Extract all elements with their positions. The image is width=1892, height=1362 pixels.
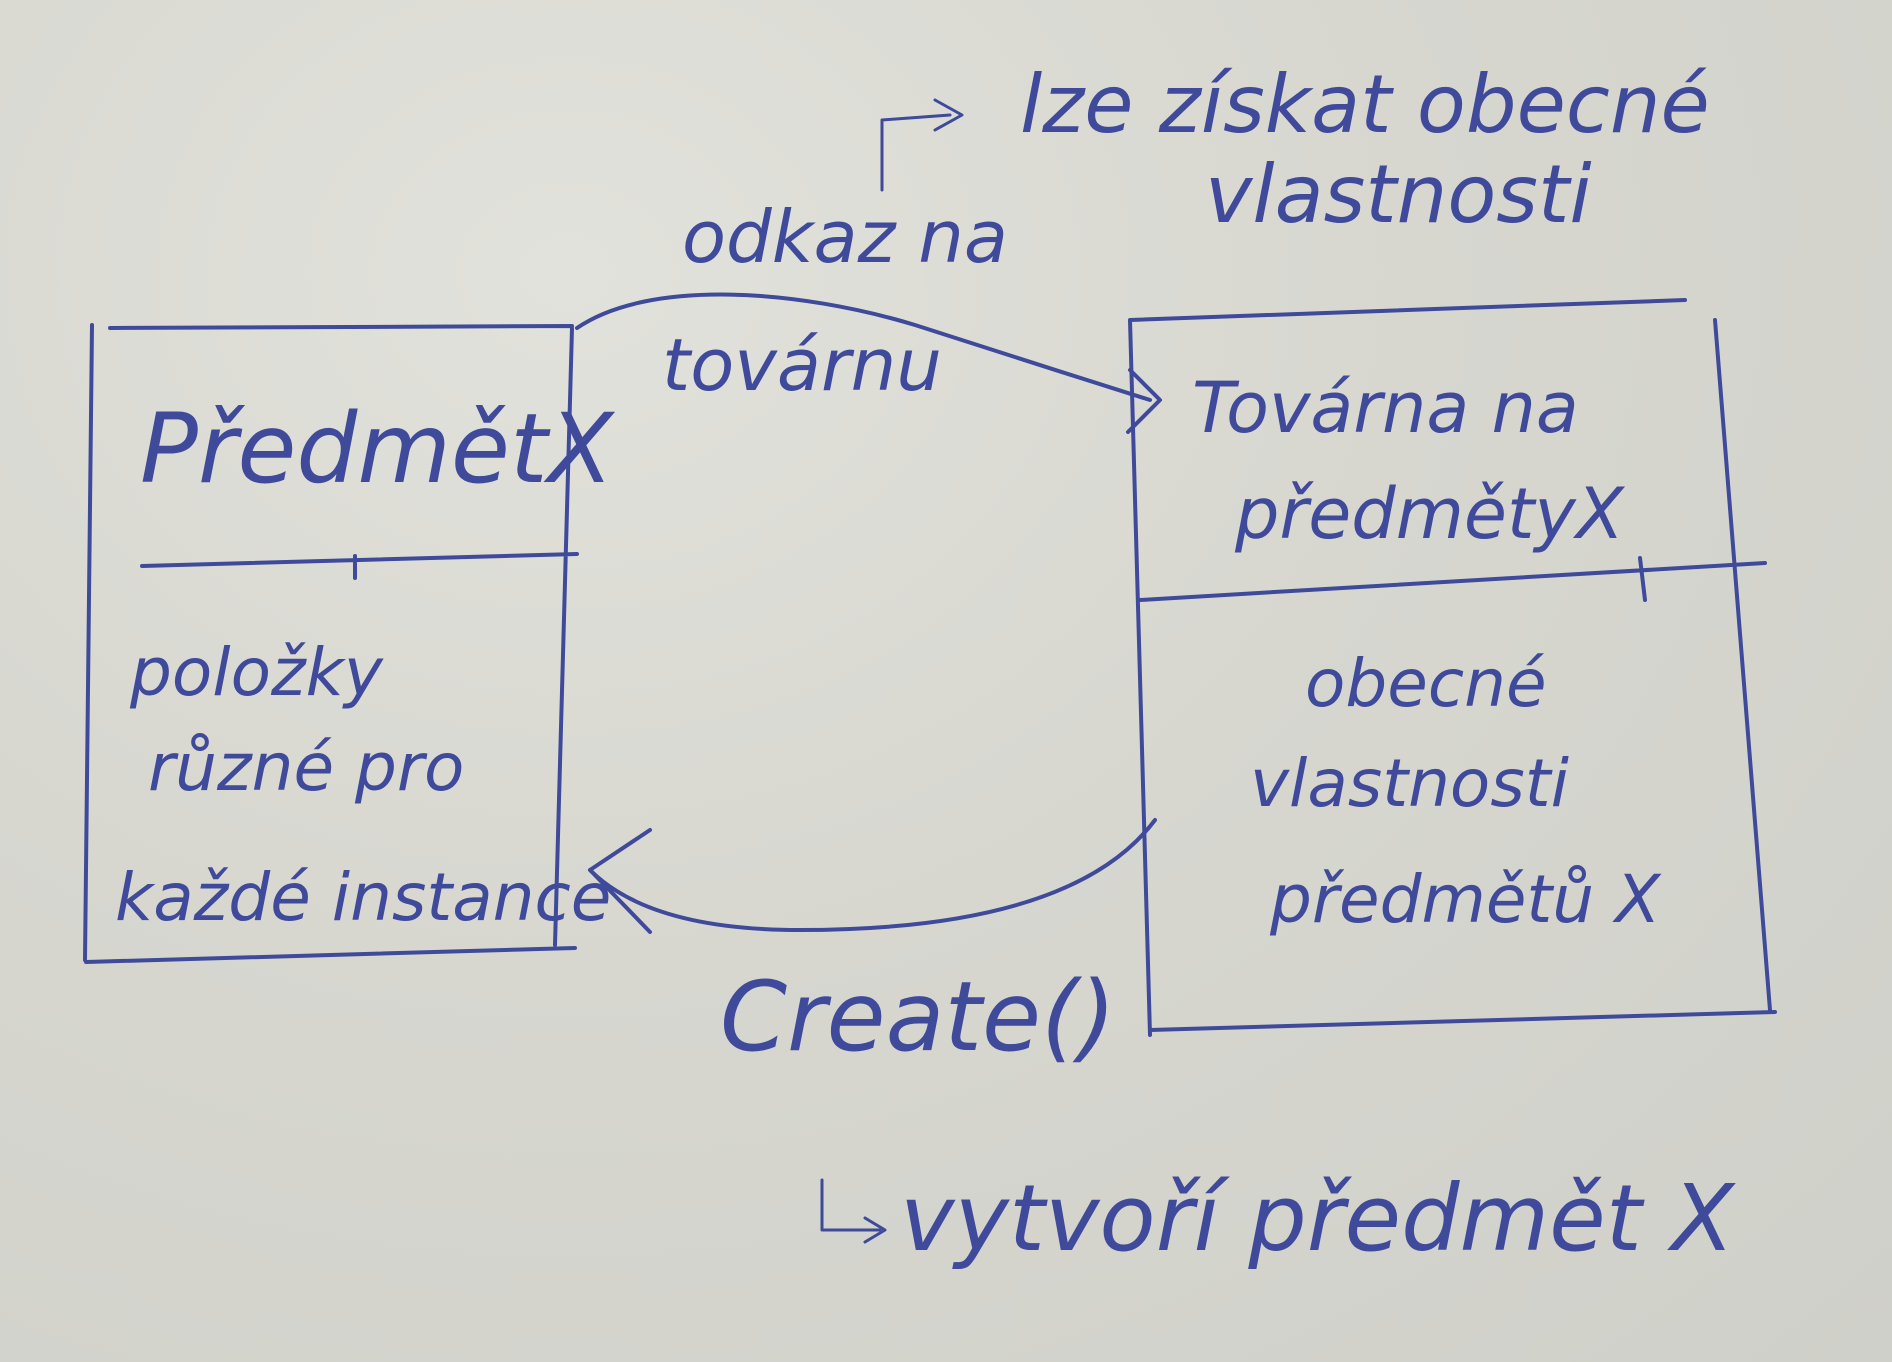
left-box-outline bbox=[83, 323, 579, 964]
reference-connector: odkaz na továrnu bbox=[575, 195, 1162, 434]
footer-note: vytvoří předmět X bbox=[820, 1165, 1736, 1272]
footer-note-text: vytvoří předmět X bbox=[900, 1165, 1736, 1272]
right-box-body-line-1: obecné bbox=[1305, 645, 1547, 722]
note-callout: lze získat obecné vlastnosti bbox=[880, 58, 1710, 241]
reference-connector-arrowhead bbox=[1126, 368, 1162, 434]
note-arrow bbox=[880, 98, 964, 192]
right-box-title-line-1: Továrna na bbox=[1192, 367, 1579, 449]
right-box-outline bbox=[1128, 298, 1777, 1037]
create-method-label: Create() bbox=[720, 961, 1116, 1073]
footer-arrow bbox=[820, 1178, 887, 1244]
note-line-1: lze získat obecné bbox=[1020, 58, 1710, 151]
right-class-box: Továrna na předmětyX obecné vlastnosti p… bbox=[1128, 298, 1777, 1037]
create-connector-arrowhead bbox=[588, 828, 652, 934]
reference-label-line-2: továrnu bbox=[662, 323, 942, 407]
left-box-title: PředmětX bbox=[140, 393, 616, 505]
left-class-box: PředmětX položky různé pro každé instanc… bbox=[83, 323, 616, 964]
reference-connector-line bbox=[575, 292, 1152, 402]
right-box-body-line-2: vlastnosti bbox=[1250, 745, 1570, 822]
create-connector: Create() bbox=[588, 818, 1157, 1073]
left-box-body-line-1: položky bbox=[129, 634, 384, 711]
create-connector-line bbox=[588, 818, 1157, 932]
note-line-2: vlastnosti bbox=[1205, 148, 1592, 241]
left-box-body-line-3: každé instance bbox=[115, 859, 611, 936]
right-box-body-line-3: předmětů X bbox=[1269, 861, 1662, 938]
left-box-body-line-2: různé pro bbox=[148, 729, 464, 806]
reference-label-line-1: odkaz na bbox=[682, 195, 1008, 279]
right-box-title-line-2: předmětyX bbox=[1234, 473, 1626, 555]
